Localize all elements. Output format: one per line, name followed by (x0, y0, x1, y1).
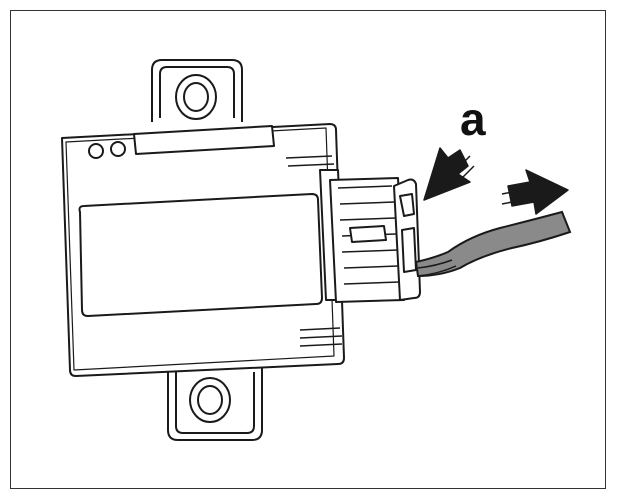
wiring-harness-cable (414, 210, 572, 278)
arrow-down-left-icon (423, 147, 475, 201)
callout-label-a: a (460, 93, 486, 145)
label-strip (133, 125, 275, 155)
top-mounting-bracket (151, 59, 243, 122)
figure-frame (10, 10, 606, 489)
arrow-right-icon (501, 169, 569, 215)
module-body (61, 123, 345, 377)
connector-housing (329, 177, 405, 303)
label-panel (78, 193, 323, 317)
bottom-mounting-bracket (167, 368, 263, 441)
wiring-plug (393, 178, 421, 301)
indicator-led-1 (88, 143, 104, 159)
indicator-led-2 (110, 141, 126, 157)
